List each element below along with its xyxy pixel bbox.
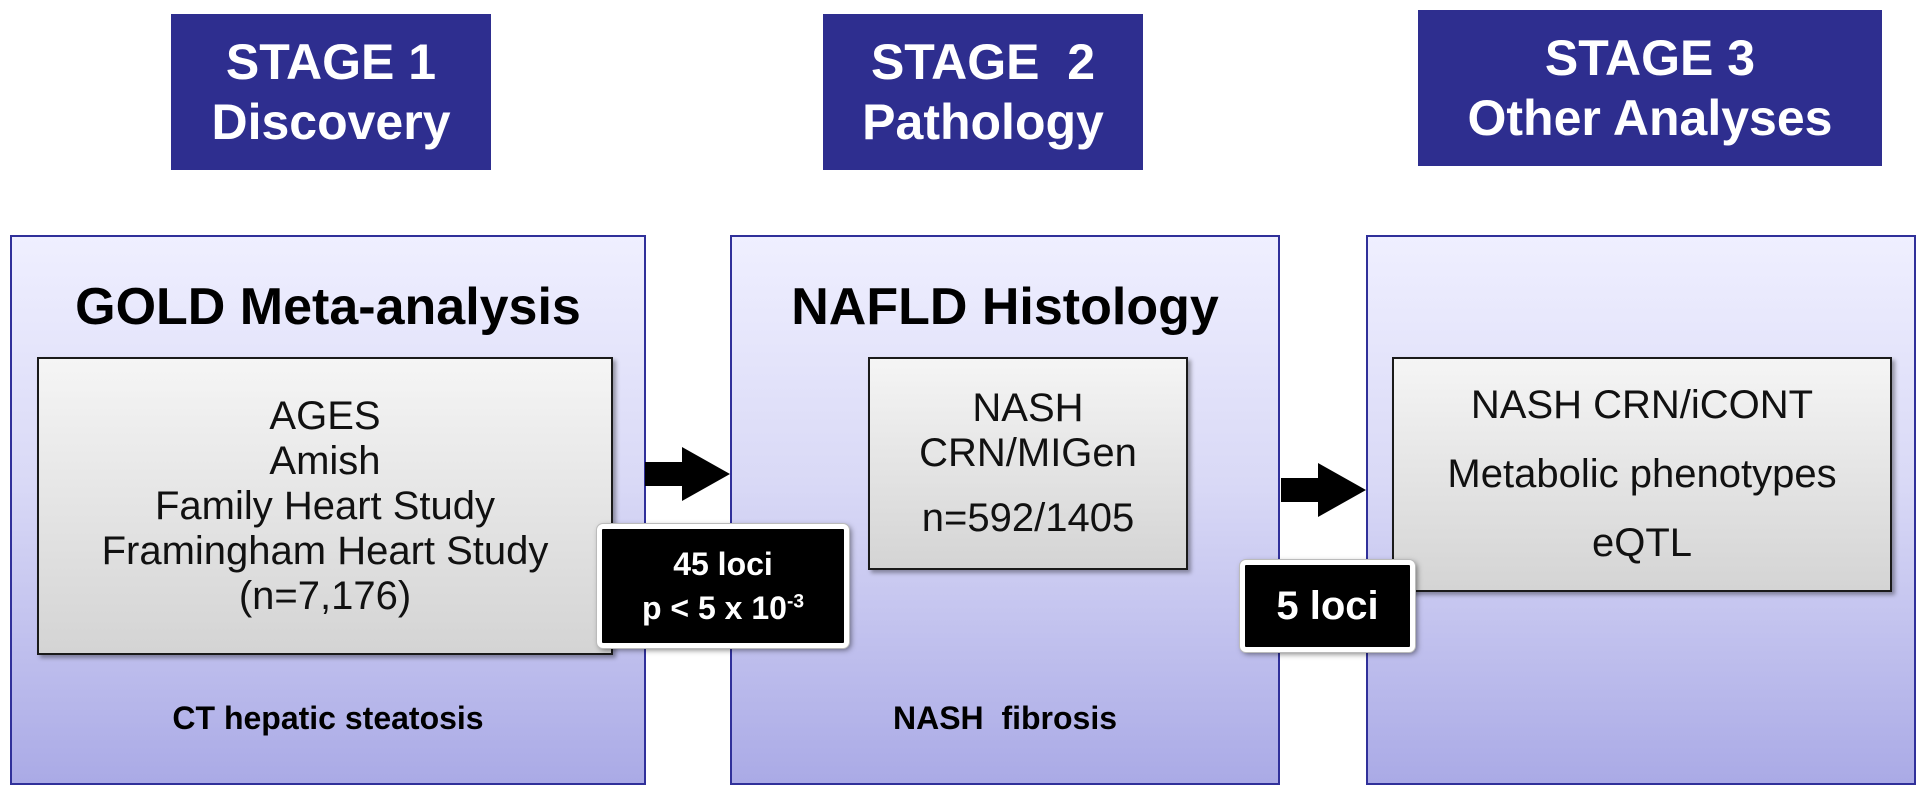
- cohort-sample-size: (n=7,176): [238, 573, 412, 618]
- loci-count-text: 45 loci: [673, 546, 773, 582]
- analysis-item: Metabolic phenotypes: [1447, 452, 1837, 496]
- stage-2-number: STAGE 2: [870, 34, 1096, 90]
- stage-3-header: STAGE 3 Other Analyses: [1418, 10, 1882, 166]
- stage-1-number: STAGE 1: [225, 34, 437, 90]
- stage-1-name: Discovery: [211, 94, 451, 150]
- stage-2-header: STAGE 2 Pathology: [823, 14, 1143, 170]
- stage-2-panel-title: NAFLD Histology: [791, 278, 1219, 336]
- loci-count-text: 5 loci: [1276, 583, 1379, 628]
- right-arrow-icon: [1281, 463, 1366, 517]
- stage-3-number: STAGE 3: [1544, 30, 1756, 86]
- stage-3-analysis-box: NASH CRN/iCONT Metabolic phenotypes eQTL: [1392, 357, 1892, 592]
- loci-count-badge: 45 loci p < 5 x 10-3: [597, 524, 849, 648]
- cohort-item: Family Heart Study: [154, 483, 496, 528]
- cohort-item: NASH: [972, 386, 1084, 430]
- stage-2-panel: NAFLD Histology NASH CRN/MIGen n=592/140…: [730, 235, 1280, 785]
- analysis-item: NASH CRN/iCONT: [1470, 383, 1814, 427]
- stage-2-phenotype: NASH fibrosis: [892, 700, 1118, 736]
- stage-1-phenotype: CT hepatic steatosis: [172, 700, 484, 736]
- stage-1-panel-title: GOLD Meta-analysis: [75, 278, 581, 336]
- stage-3-panel: NASH CRN/iCONT Metabolic phenotypes eQTL: [1366, 235, 1916, 785]
- cohort-item: Amish: [269, 438, 381, 483]
- p-value-exponent: -3: [786, 591, 805, 613]
- stage-1-cohort-box: AGES Amish Family Heart Study Framingham…: [37, 357, 613, 655]
- cohort-item: Framingham Heart Study: [101, 528, 549, 573]
- p-value-threshold: p < 5 x 10-3: [641, 590, 805, 626]
- loci-count-badge: 5 loci: [1240, 560, 1415, 652]
- stage-2-cohort-box: NASH CRN/MIGen n=592/1405: [868, 357, 1188, 570]
- stage-2-name: Pathology: [862, 94, 1104, 150]
- stage-1-header: STAGE 1 Discovery: [171, 14, 491, 170]
- stage-1-panel: GOLD Meta-analysis AGES Amish Family Hea…: [10, 235, 646, 785]
- cohort-item: AGES: [269, 393, 381, 438]
- cohort-sample-size: n=592/1405: [921, 496, 1135, 540]
- cohort-item: CRN/MIGen: [919, 431, 1137, 475]
- right-arrow-icon: [645, 447, 730, 501]
- stage-3-name: Other Analyses: [1467, 90, 1833, 146]
- analysis-item: eQTL: [1591, 521, 1693, 565]
